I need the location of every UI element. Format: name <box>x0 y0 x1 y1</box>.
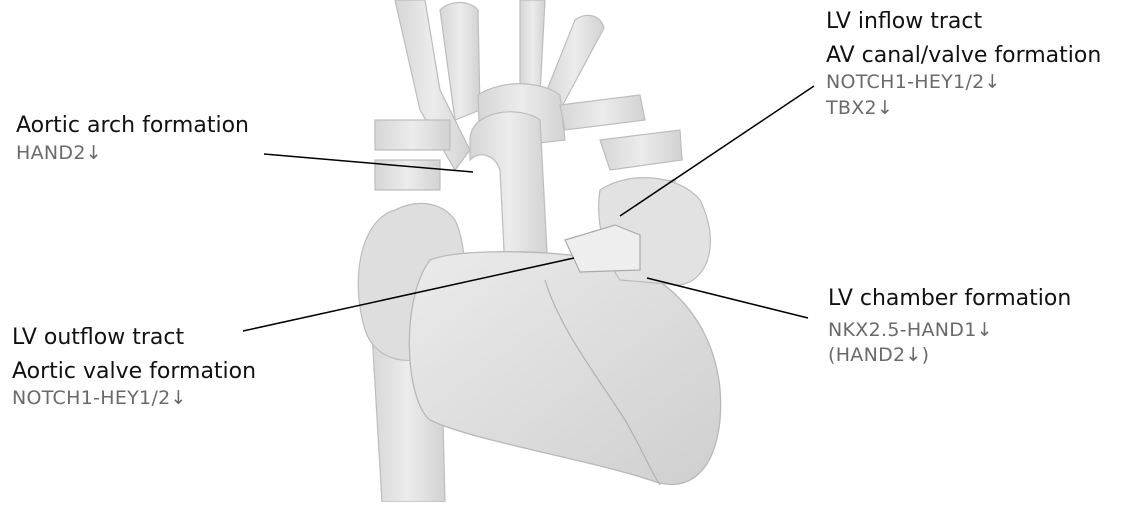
valve-region <box>565 225 640 272</box>
aorta <box>470 112 548 270</box>
ventricles <box>409 252 720 485</box>
aortic-arch-genes: HAND2↓ <box>16 142 249 166</box>
lv-chamber-title: LV chamber formation <box>828 285 1071 313</box>
lv-inflow-genes-1: NOTCH1-HEY1/2↓ <box>826 71 1101 95</box>
lv-chamber-genes-1: NKX2.5-HAND1↓ <box>828 319 1071 343</box>
label-lv-chamber: LV chamber formation NKX2.5-HAND1↓ (HAND… <box>828 285 1071 368</box>
lv-inflow-genes-2: TBX2↓ <box>826 97 1101 121</box>
leader-aortic-arch <box>264 154 473 172</box>
lv-inflow-subtitle: AV canal/valve formation <box>826 42 1101 70</box>
lv-outflow-title: LV outflow tract <box>12 324 256 352</box>
label-aortic-arch: Aortic arch formation HAND2↓ <box>16 112 249 165</box>
aortic-arch-title: Aortic arch formation <box>16 112 249 140</box>
lv-inflow-title: LV inflow tract <box>826 8 1101 36</box>
lv-chamber-genes-2: (HAND2↓) <box>828 344 1071 368</box>
lv-outflow-genes: NOTCH1-HEY1/2↓ <box>12 387 256 411</box>
label-lv-inflow: LV inflow tract AV canal/valve formation… <box>826 8 1101 121</box>
label-lv-outflow: LV outflow tract Aortic valve formation … <box>12 324 256 411</box>
lv-outflow-subtitle: Aortic valve formation <box>12 358 256 386</box>
